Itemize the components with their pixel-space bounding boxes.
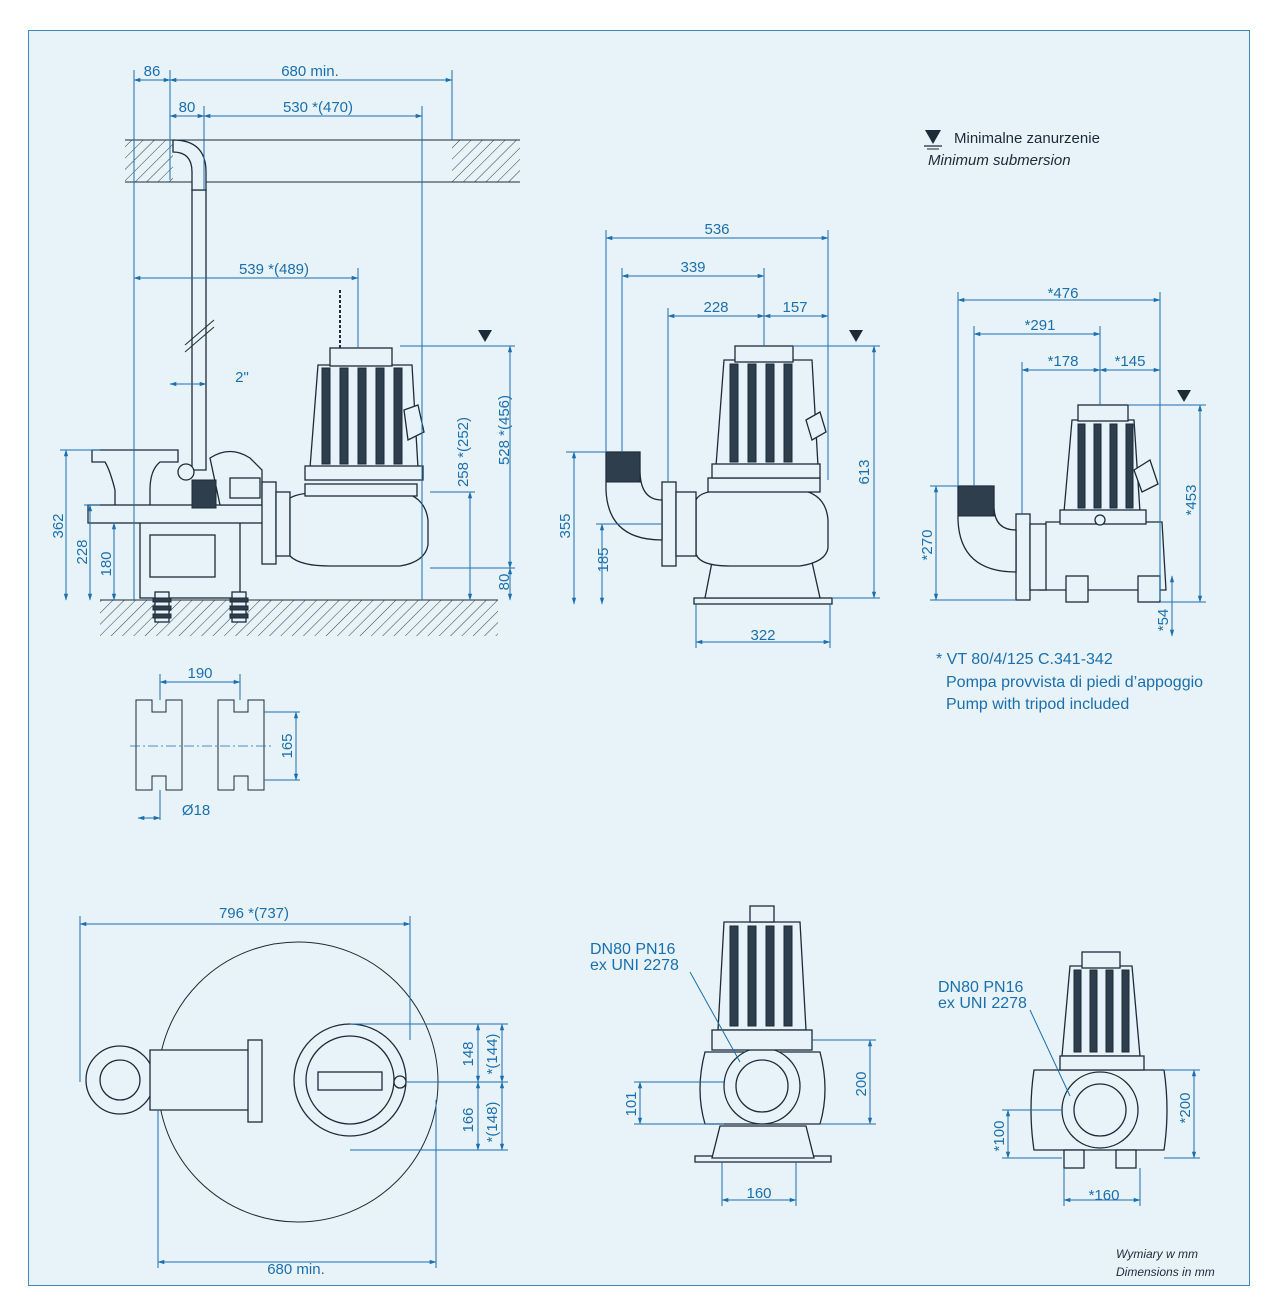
dim-54: *54 bbox=[1155, 609, 1172, 632]
dim-86: 86 bbox=[144, 63, 161, 80]
plan-view bbox=[85, 941, 439, 1223]
units-note: Wymiary w mm Dimensions in mm bbox=[1116, 1247, 1215, 1279]
dim-2-inch: 2" bbox=[235, 369, 249, 386]
dim-144: *(144) bbox=[484, 1034, 501, 1075]
dimension-labels: 86 680 min. 80 530 *(470) 539 *(489) 2" … bbox=[50, 63, 1200, 1278]
dim-613: 613 bbox=[856, 459, 873, 484]
dim-680-min-top: 680 min. bbox=[281, 63, 339, 80]
submersion-legend: Minimalne zanurzenie Minimum submersion bbox=[924, 130, 1100, 169]
footnote-line-3: Pump with tripod included bbox=[946, 696, 1129, 713]
submersion-marker-icon bbox=[1177, 390, 1191, 402]
pump-side-view bbox=[605, 345, 833, 605]
discharge-foot bbox=[91, 449, 179, 511]
ceiling-slab-left bbox=[125, 140, 173, 182]
footnote-line-2: Pompa provvista di piedi d’appoggio bbox=[946, 674, 1203, 691]
tripod-front-view bbox=[1030, 951, 1168, 1169]
dim-160-b: *160 bbox=[1089, 1187, 1120, 1204]
footnote-line-1: * VT 80/4/125 C.341-342 bbox=[936, 651, 1113, 668]
dim-148-b: *(148) bbox=[484, 1102, 501, 1143]
dim-178: *178 bbox=[1048, 353, 1079, 370]
dim-185: 185 bbox=[595, 547, 612, 572]
dim-190: 190 bbox=[187, 665, 212, 682]
dim-362: 362 bbox=[50, 513, 67, 538]
flange-label-front-2: ex UNI 2278 bbox=[590, 957, 679, 974]
flange-label-front-1: DN80 PN16 bbox=[590, 941, 675, 958]
dim-322: 322 bbox=[750, 627, 775, 644]
dim-680-min-bottom: 680 min. bbox=[267, 1261, 325, 1278]
dim-539: 539 *(489) bbox=[239, 261, 309, 278]
dim-101: 101 bbox=[623, 1091, 640, 1116]
dimension-lines bbox=[60, 70, 1206, 1268]
dim-145: *145 bbox=[1115, 353, 1146, 370]
dim-148: 148 bbox=[460, 1041, 477, 1066]
dim-228: 228 bbox=[74, 539, 91, 564]
base-plate bbox=[693, 597, 833, 605]
flange-label-tripod-1: DN80 PN16 bbox=[938, 979, 1023, 996]
submersion-symbol-icon bbox=[924, 130, 942, 150]
footprint-view bbox=[130, 699, 272, 791]
front-view bbox=[694, 905, 832, 1163]
flange-label-tripod-2: ex UNI 2278 bbox=[938, 995, 1027, 1012]
dim-355: 355 bbox=[557, 513, 574, 538]
dim-157: 157 bbox=[782, 299, 807, 316]
dim-80-top: 80 bbox=[179, 99, 196, 116]
dim-200: 200 bbox=[853, 1071, 870, 1096]
dim-200-b: *200 bbox=[1177, 1093, 1194, 1124]
pump-body-2 bbox=[695, 489, 829, 567]
dim-530: 530 *(470) bbox=[283, 99, 353, 116]
submersion-marker-icon bbox=[478, 330, 492, 342]
dim-160: 160 bbox=[746, 1185, 771, 1202]
dim-80-right: 80 bbox=[496, 574, 513, 591]
dim-339: 339 bbox=[680, 259, 705, 276]
dim-258: 258 *(252) bbox=[455, 417, 472, 487]
legend-line-1: Minimalne zanurzenie bbox=[954, 130, 1100, 147]
dim-476: *476 bbox=[1048, 285, 1079, 302]
dim-100: *100 bbox=[991, 1121, 1008, 1152]
dim-453: *453 bbox=[1183, 485, 1200, 516]
units-line-1: Wymiary w mm bbox=[1116, 1247, 1198, 1261]
tripod-side-view bbox=[957, 404, 1167, 603]
guide-pipe bbox=[191, 189, 207, 471]
dim-165: 165 bbox=[279, 733, 296, 758]
dim-180: 180 bbox=[98, 551, 115, 576]
dim-228-b: 228 bbox=[703, 299, 728, 316]
dim-166: 166 bbox=[460, 1107, 477, 1132]
dim-528: 528 *(456) bbox=[496, 395, 513, 465]
units-line-2: Dimensions in mm bbox=[1116, 1265, 1215, 1279]
submersion-marker-icon bbox=[849, 330, 863, 342]
flange-labels: DN80 PN16 ex UNI 2278 DN80 PN16 ex UNI 2… bbox=[590, 941, 1071, 1097]
dim-536: 536 bbox=[704, 221, 729, 238]
legend-line-2: Minimum submersion bbox=[928, 152, 1071, 169]
pump-body bbox=[289, 491, 429, 567]
dim-796: 796 *(737) bbox=[219, 905, 289, 922]
installation-side-view bbox=[87, 139, 520, 636]
dim-291: *291 bbox=[1025, 317, 1056, 334]
dim-270: *270 bbox=[919, 530, 936, 561]
footnote: * VT 80/4/125 C.341-342 Pompa provvista … bbox=[936, 651, 1203, 713]
dim-18: Ø18 bbox=[182, 802, 210, 819]
ceiling-slab-right bbox=[452, 140, 520, 182]
